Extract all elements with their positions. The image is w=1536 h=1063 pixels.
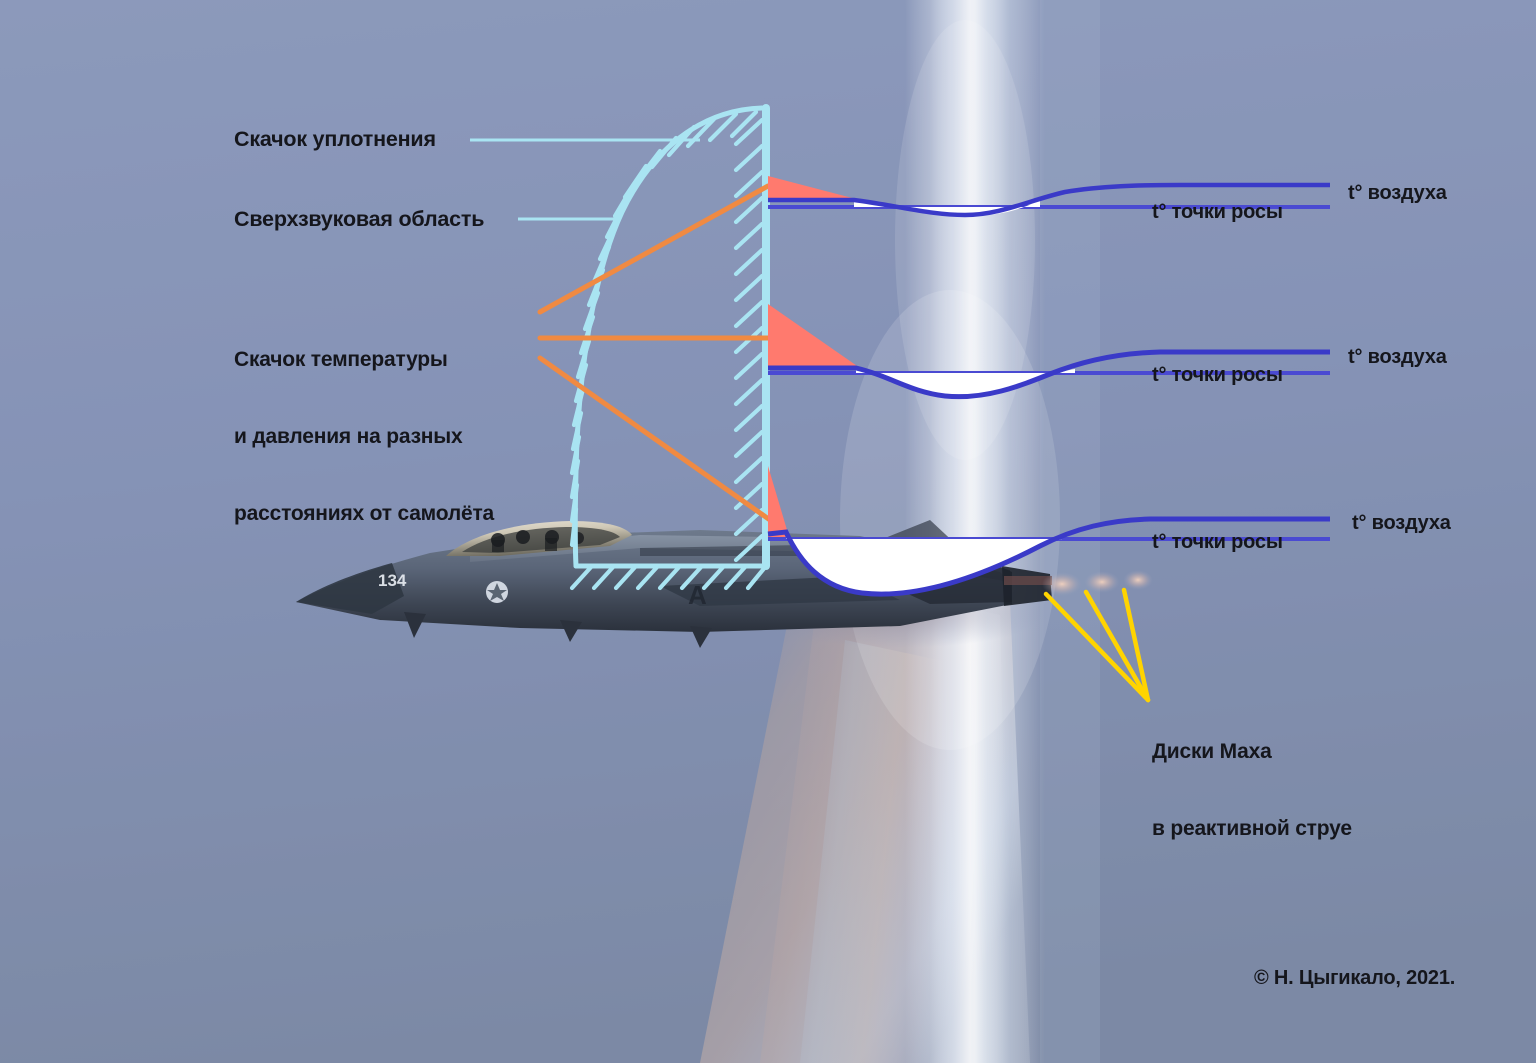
copyright-notice: © Н. Цыгикало, 2021. — [1254, 967, 1456, 989]
temp-spike-bottom — [768, 466, 790, 540]
profile-top — [768, 176, 1330, 218]
air-temp-curve-bottom — [767, 516, 1330, 597]
air-temp-curve-top — [768, 182, 1330, 218]
aircraft-tail-letter: A — [688, 580, 707, 610]
temp-spike-middle — [768, 304, 860, 368]
label-mach-disks-line2: в реактивной струе — [1152, 817, 1352, 841]
leader-lines-cyan — [470, 138, 700, 221]
label-air-temp-bottom: t° воздуха — [1352, 512, 1451, 534]
saturation-area-middle — [856, 368, 1075, 397]
mach-disk-glows — [1042, 570, 1153, 596]
aircraft-fa18: 134 A — [296, 520, 1052, 648]
aircraft-tail-number: 134 — [378, 571, 407, 590]
profile-middle — [768, 304, 1330, 400]
temp-spike-top — [768, 176, 860, 200]
profile-bottom — [767, 466, 1330, 597]
label-temperature-jump-line3: расстояниях от самолёта — [234, 501, 495, 525]
mach-disk-pointer — [1043, 587, 1151, 703]
label-air-temp-middle: t° воздуха — [1348, 346, 1447, 368]
leader-temp-bottom — [537, 355, 773, 523]
label-temperature-jump: Скачок температуры и давления на разных … — [234, 296, 494, 578]
label-supersonic-region: Сверхзвуковая область — [234, 207, 485, 231]
label-dew-point-middle: t° точки росы — [1152, 364, 1283, 386]
label-mach-disks-line1: Диски Маха — [1152, 740, 1272, 764]
label-shock-wave: Скачок уплотнения — [234, 127, 436, 151]
label-mach-disks: Диски Маха в реактивной струе — [1152, 688, 1352, 893]
air-temp-curve-middle — [768, 349, 1330, 400]
leader-lines-orange — [537, 183, 773, 523]
label-dew-point-top: t° точки росы — [1152, 201, 1283, 223]
leader-temp-top — [537, 183, 771, 315]
label-temperature-jump-line1: Скачок температуры — [234, 348, 448, 372]
label-air-temp-top: t° воздуха — [1348, 182, 1447, 204]
label-dew-point-bottom: t° точки росы — [1152, 531, 1283, 553]
saturation-area-bottom — [786, 532, 1062, 594]
label-temperature-jump-line2: и давления на разных — [234, 425, 463, 449]
aircraft-insignia — [486, 581, 508, 603]
